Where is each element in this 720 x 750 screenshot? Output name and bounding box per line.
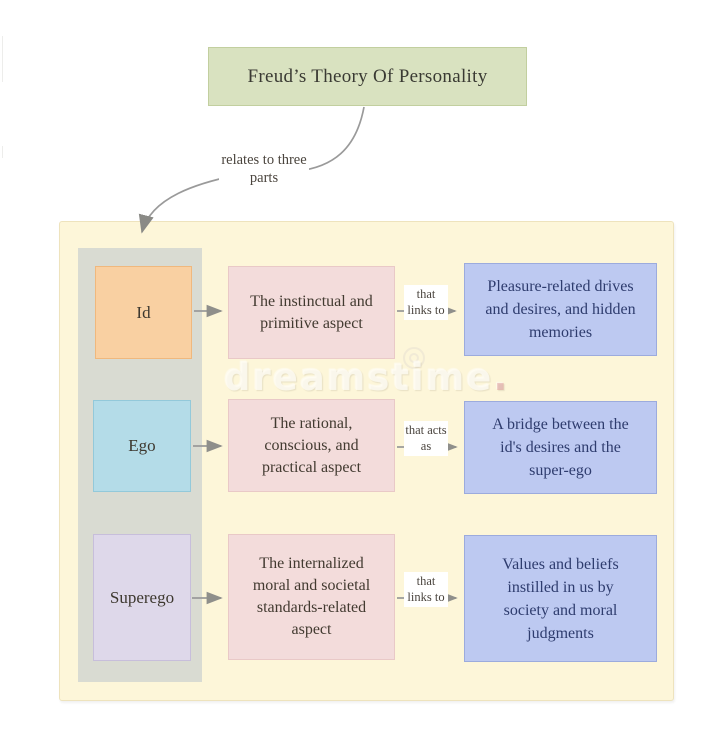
title-node: Freud’s Theory Of Personality [208, 47, 527, 106]
part-node-superego: Superego [93, 534, 191, 661]
connector-label: relates to three parts [219, 151, 309, 188]
link-label-ego: that acts as [404, 421, 448, 457]
aspect-node-ego: The rational, conscious, and practical a… [228, 399, 395, 492]
outcome-node-id: Pleasure-related drives and desires, and… [464, 263, 657, 356]
outcome-node-ego: A bridge between the id's desires and th… [464, 401, 657, 494]
part-label: Ego [128, 436, 156, 455]
aspect-node-id: The instinctual and primitive aspect [228, 266, 395, 359]
part-node-ego: Ego [93, 400, 191, 492]
part-node-id: Id [95, 266, 192, 359]
scan-artifact-line [2, 36, 3, 82]
link-label-id: that links to [404, 285, 448, 321]
part-label: Id [136, 302, 151, 322]
aspect-node-superego: The internalized moral and societal stan… [228, 534, 395, 660]
title-text: Freud’s Theory Of Personality [247, 65, 488, 87]
part-label: Superego [109, 587, 175, 607]
outcome-node-superego: Values and beliefs instilled in us by so… [464, 535, 657, 662]
scan-artifact-line [2, 146, 3, 158]
link-label-superego: that links to [404, 572, 448, 608]
